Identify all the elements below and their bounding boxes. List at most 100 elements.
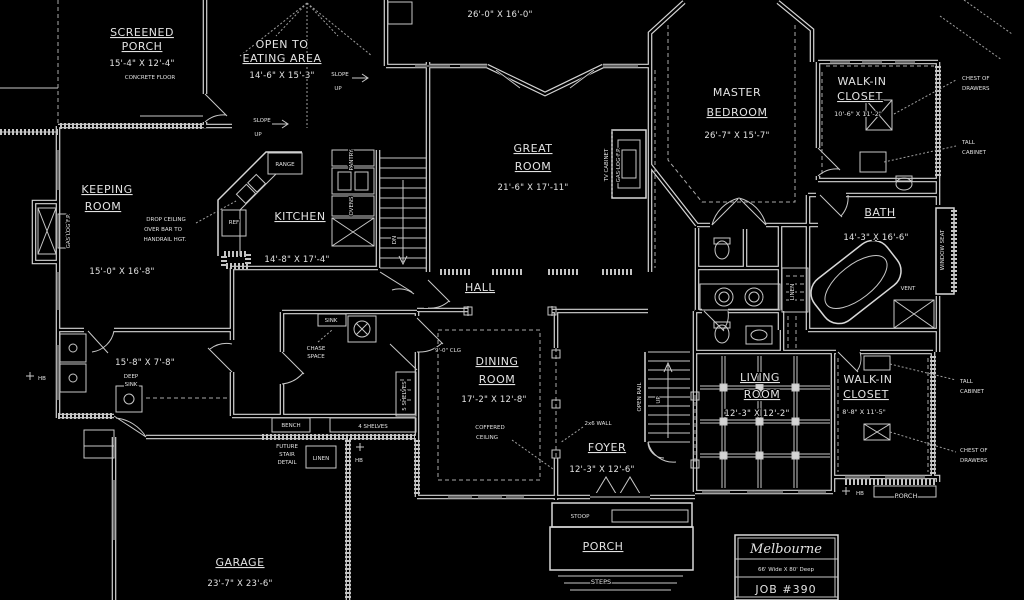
coffered-note2: CEILING <box>476 435 498 441</box>
wic1-label2: CLOSET <box>837 90 883 103</box>
basement-stairs <box>379 157 426 295</box>
bench-label: BENCH <box>281 423 300 429</box>
dining-label1: DINING <box>476 355 519 368</box>
mud-hall <box>26 372 417 469</box>
shelves4-label: 4 SHELVES <box>358 424 388 430</box>
stoop-label: STOOP <box>571 514 591 520</box>
wic1-cabinets <box>821 65 957 176</box>
eating-label2: EATING AREA <box>243 52 322 65</box>
up-stairs-label: UP <box>656 396 662 404</box>
tall1-label2: CABINET <box>962 150 987 156</box>
up-label1: UP <box>334 86 342 92</box>
dining-label2: ROOM <box>479 373 515 386</box>
coffered-note1: COFFERED <box>475 425 505 431</box>
garage-stoop <box>83 429 115 459</box>
linen-closet <box>781 267 809 313</box>
tall2-label2: CABINET <box>960 389 985 395</box>
wic1-dim: 10'-6" X 11'-2" <box>834 110 882 118</box>
chest2-label1: CHEST OF <box>960 448 988 454</box>
deck-dim: 26'-0" X 16'-0" <box>467 10 532 20</box>
master-toilet <box>895 175 913 191</box>
pantry-label: PANTRY <box>349 149 355 171</box>
master-label2: BEDROOM <box>707 106 768 119</box>
wall-note: 2x6 WALL <box>584 421 612 427</box>
screened-porch-label: SCREENED <box>110 26 174 39</box>
foyer-label: FOYER <box>588 441 626 454</box>
keeping-fireplace <box>37 207 67 255</box>
keeping-label2: ROOM <box>85 200 121 213</box>
front-porch <box>549 476 694 591</box>
garage-dim: 23'-7" X 23'-6" <box>207 579 272 589</box>
mud-ext-wall <box>262 434 420 494</box>
great-room-label1: GREAT <box>513 142 552 155</box>
drop-ceiling-note2: OVER BAR TO <box>144 227 183 233</box>
laundry-dim: 15'-8" X 7'-8" <box>115 358 175 368</box>
living-dim: 12'-3" X 12'-2" <box>724 409 789 419</box>
butler-sink-label: SINK <box>325 318 338 324</box>
linen-hall-label: LINEN <box>313 456 329 462</box>
powder-room <box>713 316 797 348</box>
porch2-label: PORCH <box>895 492 918 500</box>
wic2-cabinets <box>837 355 957 472</box>
title-block: Melbourne 66' Wide X 80' Deep JOB #390 <box>734 534 839 600</box>
chest2-label2: DRAWERS <box>960 458 988 464</box>
bath-label: BATH <box>864 206 895 219</box>
range-label: RANGE <box>275 162 295 168</box>
great-room-dim: 21'-6" X 17'-11" <box>498 183 569 193</box>
linen-master-label: LINEN <box>790 284 796 300</box>
living-label2: ROOM <box>744 388 780 401</box>
hb-label2: HB <box>355 458 363 464</box>
vent-label: VENT <box>901 286 916 292</box>
tall1-label1: TALL <box>961 140 976 146</box>
gas-log-label: GAS LOG F.P. <box>616 147 622 182</box>
chase-label1: CHASE <box>307 346 326 352</box>
screened-porch-dim: 15'-4" X 12'-4" <box>109 59 174 69</box>
master-tray-ceiling <box>667 25 796 203</box>
clg-note: 9'-0" CLG <box>435 348 461 354</box>
kitchen-counter <box>217 151 303 269</box>
vanity-sinks <box>699 283 781 311</box>
bath-tub <box>810 239 902 325</box>
master-dim: 26'-7" X 15'-7" <box>704 131 769 141</box>
deep-sink-label1: DEEP <box>124 374 139 380</box>
dining-ceiling <box>437 329 541 481</box>
labels: SCREENED PORCH 15'-4" X 12'-4" CONCRETE … <box>37 9 991 590</box>
future-note2: STAIR <box>279 452 295 458</box>
eating-label1: OPEN TO <box>256 38 309 51</box>
window-seat <box>935 207 957 295</box>
garage-label: GARAGE <box>215 556 264 569</box>
foyer-stairs <box>644 351 690 463</box>
shelves5-label: 5 SHELVES <box>402 381 408 411</box>
slope-label2: SLOPE <box>253 118 271 124</box>
chest1-label2: DRAWERS <box>962 86 990 92</box>
ovens-label: OVENS <box>349 196 355 216</box>
slope-label1: SLOPE <box>331 72 349 78</box>
bath-dim: 14'-3" X 16'-6" <box>843 233 908 243</box>
windows <box>56 60 925 540</box>
window-seat-label: WINDOW SEAT <box>940 229 946 270</box>
up-label2: UP <box>254 132 262 138</box>
job-number: JOB #390 <box>754 583 816 596</box>
chase-label2: SPACE <box>307 354 325 360</box>
plan-size: 66' Wide X 80' Deep <box>758 567 815 573</box>
hall-label: HALL <box>465 281 495 294</box>
living-label1: LIVING <box>740 371 780 384</box>
screened-porch-label2: PORCH <box>122 40 163 53</box>
kitchen-dim: 14'-8" X 17'-4" <box>264 255 329 265</box>
drop-ceiling-note1: DROP CEILING <box>146 217 185 223</box>
wic2-label1: WALK-IN <box>844 373 893 386</box>
wic2-dim: 8'-8" X 11'-5" <box>842 408 886 416</box>
toilet-room <box>713 237 731 260</box>
roof-slope-lines <box>239 2 373 128</box>
dining-dim: 17'-2" X 12'-8" <box>461 395 526 405</box>
oven-pantry-column <box>331 1 413 247</box>
open-rail-label: OPEN RAIL <box>637 382 643 412</box>
right-stoop <box>842 485 937 498</box>
great-room-label2: ROOM <box>515 160 551 173</box>
hb-label1: HB <box>856 491 864 497</box>
eating-dim: 14'-6" X 15'-3" <box>249 71 314 81</box>
hb-label3: HB <box>38 376 46 382</box>
washer-dryer <box>59 333 87 393</box>
shower <box>893 299 935 329</box>
